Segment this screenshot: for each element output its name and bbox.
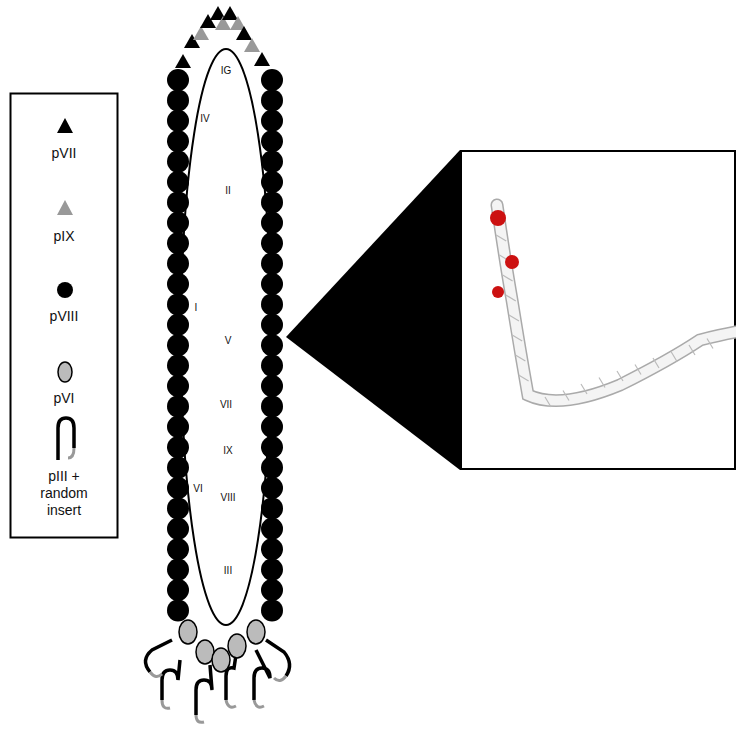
legend-text: pVII xyxy=(52,145,77,161)
piii-symbol xyxy=(58,418,74,460)
legend-text: pIII + random insert xyxy=(33,468,95,519)
inset-box xyxy=(461,151,735,469)
pvii-pix-tip xyxy=(175,6,270,68)
gene-label: I xyxy=(195,302,198,313)
gene-label: VI xyxy=(193,483,202,494)
pviii-symbol xyxy=(57,282,73,298)
pviii-coat xyxy=(167,69,283,621)
legend-text: pVI xyxy=(53,390,74,406)
legend-text: pVIII xyxy=(50,308,79,324)
gene-label: II xyxy=(225,185,231,196)
legend-text: pIX xyxy=(53,228,74,244)
gene-label: IV xyxy=(200,113,209,124)
gene-label: III xyxy=(224,565,232,576)
pvi-symbol xyxy=(58,362,72,382)
pix-symbol xyxy=(57,200,73,215)
genome-ellipse xyxy=(181,49,271,625)
gene-label: V xyxy=(225,335,232,346)
gene-label: VIII xyxy=(220,492,235,503)
piii-pvi-base xyxy=(145,620,289,722)
gene-label: IX xyxy=(223,445,232,456)
pviii-ribbon xyxy=(493,205,736,407)
red-residues xyxy=(490,210,519,298)
legend-box xyxy=(11,94,118,538)
pvii-symbol xyxy=(57,118,73,133)
gene-label: VII xyxy=(220,399,232,410)
gene-label: IG xyxy=(221,65,232,76)
zoom-wedge xyxy=(286,150,460,470)
